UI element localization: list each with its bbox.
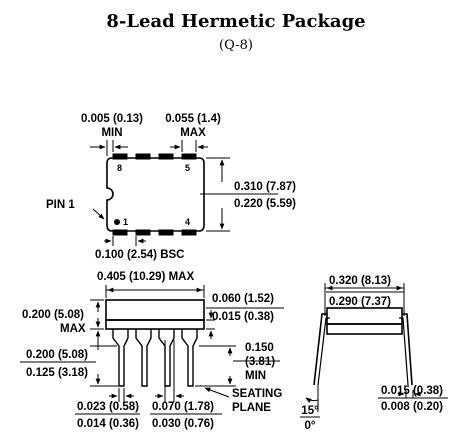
pin-label-4: 4 bbox=[185, 217, 190, 227]
top-pin-4 bbox=[181, 229, 197, 236]
lead-width-max: 0.023 (0.58) bbox=[77, 401, 139, 413]
end-body-base bbox=[326, 323, 403, 335]
top-width-max: 0.310 (7.87) bbox=[234, 181, 296, 193]
pin-label-1: 1 bbox=[123, 217, 128, 227]
body-thickness-min: 0.015 (0.38) bbox=[212, 311, 274, 323]
row-spacing-max: 0.320 (8.13) bbox=[329, 275, 391, 287]
top-view bbox=[106, 153, 205, 236]
top-body-outline bbox=[106, 157, 205, 232]
seat-min-mm: (3.81) bbox=[245, 356, 275, 368]
row-spacing-min: 0.290 (7.37) bbox=[329, 296, 391, 308]
lead-angle-min: 0° bbox=[305, 420, 316, 432]
dim-055-value: 0.055 (1.4) bbox=[165, 113, 221, 125]
dim-005-value: 0.005 (0.13) bbox=[81, 113, 143, 125]
seat-min-tag: MIN bbox=[245, 370, 266, 382]
seat-min-inch: 0.150 bbox=[245, 342, 274, 354]
top-width-min: 0.220 (5.59) bbox=[234, 198, 296, 210]
body-thickness-max: 0.060 (1.52) bbox=[212, 293, 274, 305]
lead-thickness-max: 0.015 (0.38) bbox=[381, 385, 443, 397]
pin1-dot-icon bbox=[114, 219, 120, 225]
lead-length-min: 0.125 (3.18) bbox=[26, 367, 88, 379]
end-lead-left bbox=[313, 313, 327, 386]
side-lead-1 bbox=[112, 329, 129, 387]
seating-label-a: SEATING bbox=[232, 388, 282, 400]
shoulder-width-min: 0.030 (0.76) bbox=[152, 418, 214, 430]
top-pin-1 bbox=[112, 229, 128, 236]
pin-pitch-label: 0.100 (2.54) BSC bbox=[95, 249, 185, 261]
end-body-top bbox=[326, 307, 403, 325]
pin-label-5: 5 bbox=[185, 163, 190, 173]
pin1-label: PIN 1 bbox=[46, 199, 75, 211]
top-pin-5 bbox=[181, 153, 197, 160]
seating-label-b: PLANE bbox=[232, 402, 271, 414]
side-length-label: 0.405 (10.29) MAX bbox=[97, 271, 194, 283]
top-pin-3 bbox=[158, 229, 174, 236]
lead-thickness-min: 0.008 (0.20) bbox=[381, 401, 443, 413]
drawing-title: 8-Lead Hermetic Package bbox=[106, 11, 365, 32]
shoulder-width-max: 0.070 (1.78) bbox=[152, 401, 214, 413]
pin-label-8: 8 bbox=[117, 163, 122, 173]
side-height-max: 0.200 (5.08) bbox=[22, 309, 84, 321]
top-pin-8 bbox=[112, 153, 128, 160]
top-pin-2 bbox=[135, 229, 151, 236]
side-body-base bbox=[105, 319, 205, 330]
lead-width-min: 0.014 (0.36) bbox=[77, 418, 139, 430]
end-lead-right bbox=[402, 313, 413, 386]
lead-angle-max: 15° bbox=[301, 405, 319, 417]
dim-005-tag: MIN bbox=[101, 127, 122, 139]
lead-length-max: 0.200 (5.08) bbox=[26, 349, 88, 361]
top-pin-7 bbox=[135, 153, 151, 160]
side-lead-3 bbox=[158, 329, 175, 387]
top-pin-6 bbox=[158, 153, 174, 160]
top-dim-lines bbox=[90, 140, 278, 246]
side-height-max-tag: MAX bbox=[60, 323, 86, 335]
end-view bbox=[305, 283, 448, 412]
side-lead-4 bbox=[181, 329, 198, 387]
drawing-subtitle: (Q-8) bbox=[219, 38, 253, 53]
side-lead-2 bbox=[135, 329, 152, 387]
side-view bbox=[20, 285, 284, 415]
side-body-top bbox=[105, 299, 205, 321]
dim-055-tag: MAX bbox=[180, 127, 206, 139]
